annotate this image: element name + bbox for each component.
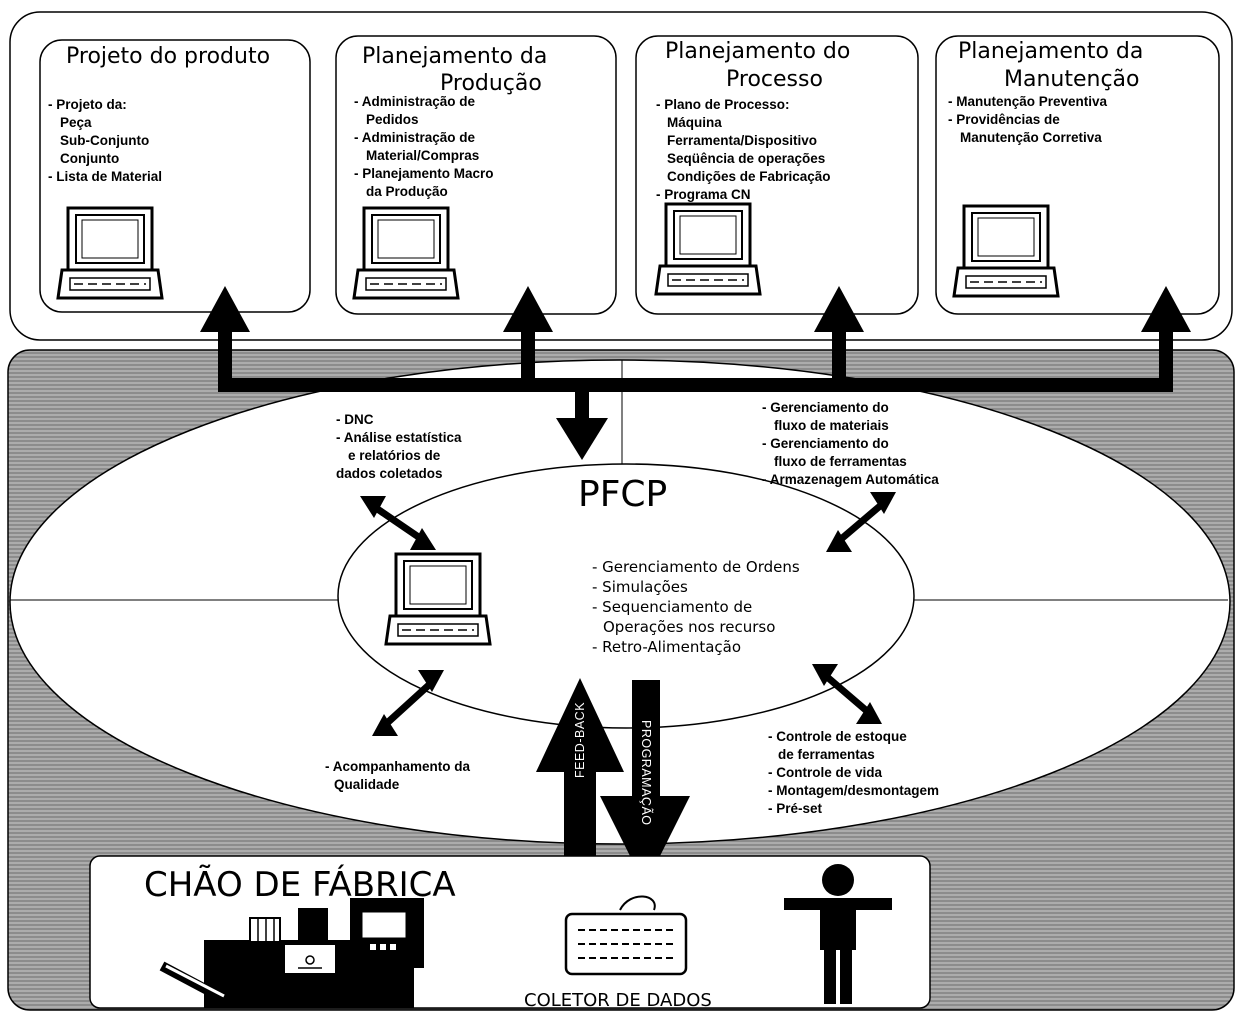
box-title-manutencao-1: Planejamento da	[958, 39, 1143, 64]
box-item: Peça	[60, 115, 92, 130]
box-title-producao-1: Planejamento da	[362, 44, 547, 69]
data-collector-label: COLETOR DE DADOS	[524, 990, 712, 1011]
box-item: - Administração de	[354, 94, 476, 109]
programacao-arrow	[600, 680, 690, 886]
box-item: Seqüência de operações	[667, 151, 825, 166]
pfcp-title: PFCP	[578, 474, 667, 515]
ring-item: - DNC	[336, 412, 374, 427]
box-item: Manutenção Corretiva	[960, 130, 1102, 145]
ring-item: - Acompanhamento da	[325, 759, 471, 774]
data-bus-arrows	[200, 286, 1191, 460]
ring-item: - Gerenciamento do	[762, 400, 889, 415]
center-item: Operações nos recurso	[603, 618, 775, 636]
double-arrow-icon	[812, 664, 882, 724]
center-item: - Retro-Alimentação	[592, 638, 741, 656]
computer-terminal-icon	[654, 202, 762, 296]
box-item: Pedidos	[366, 112, 419, 127]
ring-item: fluxo de ferramentas	[774, 454, 907, 469]
box-title-manutencao-2: Manutenção	[1004, 67, 1140, 92]
box-item: - Planejamento Macro	[354, 166, 494, 181]
ring-item: - Controle de vida	[768, 765, 883, 780]
ring-item: e relatórios de	[348, 448, 441, 463]
box-item: - Administração de	[354, 130, 476, 145]
box-item: Sub-Conjunto	[60, 133, 149, 148]
double-arrow-icon	[360, 496, 436, 550]
ring-item: de ferramentas	[778, 747, 875, 762]
computer-terminal-icon	[384, 552, 492, 646]
double-arrow-icon	[372, 670, 444, 736]
center-item: - Gerenciamento de Ordens	[592, 558, 800, 576]
ring-item: Qualidade	[334, 777, 400, 792]
box-item: - Manutenção Preventiva	[948, 94, 1108, 109]
ring-item: fluxo de materiais	[774, 418, 889, 433]
ring-item: - Gerenciamento do	[762, 436, 889, 451]
computer-terminal-icon	[952, 204, 1060, 298]
center-item: - Simulações	[592, 578, 688, 596]
box-item: Conjunto	[60, 151, 119, 166]
box-item: - Programa CN	[656, 187, 751, 202]
double-arrow-icon	[826, 492, 896, 552]
ring-item: - Pré-set	[768, 801, 823, 816]
box-title-projeto: Projeto do produto	[66, 44, 270, 69]
box-item: Ferramenta/Dispositivo	[667, 133, 817, 148]
box-item: - Lista de Material	[48, 169, 162, 184]
computer-terminal-icon	[352, 206, 460, 300]
keyboard-icon	[564, 895, 688, 976]
box-title-producao-2: Produção	[440, 71, 542, 96]
center-item: - Sequenciamento de	[592, 598, 752, 616]
ring-item: - Montagem/desmontagem	[768, 783, 939, 798]
box-item: Condições de Fabricação	[667, 169, 831, 184]
box-item: - Plano de Processo:	[656, 97, 790, 112]
box-item: - Providências de	[948, 112, 1060, 127]
inner-ellipse	[337, 463, 915, 729]
top-panel	[9, 11, 1233, 341]
ring-item: dados coletados	[336, 466, 443, 481]
person-icon	[784, 864, 892, 1004]
ring-item: - Controle de estoque	[768, 729, 907, 744]
feedback-label: FEED-BACK	[573, 702, 587, 778]
box-item: Máquina	[667, 115, 722, 130]
programacao-label: PROGRAMAÇÃO	[639, 720, 653, 826]
box-item: - Projeto da:	[48, 97, 127, 112]
ring-item: - Armazenagem Automática	[762, 472, 939, 487]
computer-terminal-icon	[56, 206, 164, 300]
box-item: Material/Compras	[366, 148, 479, 163]
box-title-processo-1: Planejamento do	[665, 39, 850, 64]
box-title-processo-2: Processo	[726, 67, 823, 92]
cnc-machine-icon	[159, 898, 424, 1008]
box-item: da Produção	[366, 184, 448, 199]
ring-item: - Análise estatística	[336, 430, 462, 445]
